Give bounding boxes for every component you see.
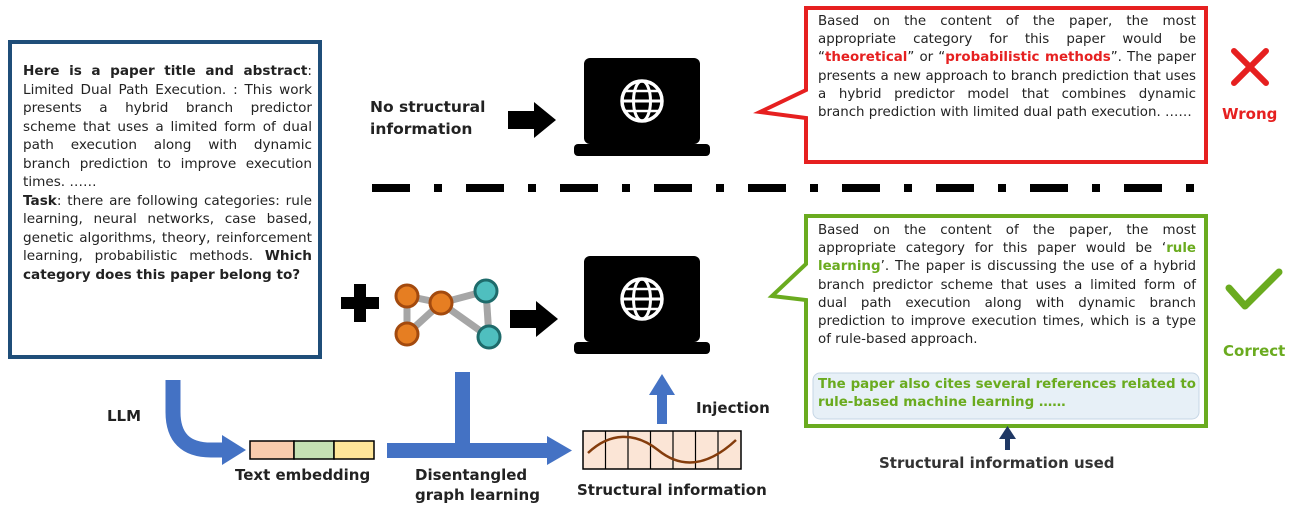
struct-used-arrowhead <box>999 426 1016 439</box>
struct-arrowhead <box>547 436 572 465</box>
highlight-box <box>812 372 1200 420</box>
check-icon <box>1225 268 1283 310</box>
embedding-seg-3 <box>333 440 375 460</box>
graph-down-line <box>455 372 470 450</box>
embedding-seg-2 <box>293 440 335 460</box>
prompt-task-bold: Task <box>23 192 57 209</box>
disentangled-label: Disentangled graph learning <box>415 466 540 504</box>
llm-arrow <box>165 380 224 458</box>
laptop-globe-icon <box>572 254 712 356</box>
structural-used-label: Structural information used <box>879 454 1115 472</box>
wrong-response: Based on the content of the paper, the m… <box>818 14 1197 121</box>
injection-label: Injection <box>696 399 770 417</box>
structural-label: Structural information <box>577 481 767 499</box>
wrong-label: Wrong <box>1222 105 1278 123</box>
llm-label: LLM <box>107 407 142 425</box>
graph-icon <box>394 278 502 350</box>
text-embedding-label: Text embedding <box>235 466 371 484</box>
embed-to-struct-line <box>387 443 549 458</box>
wrong-bubble <box>753 6 1208 164</box>
correct-response: Based on the content of the paper, the m… <box>818 223 1196 348</box>
prompt-box: Here is a paper title and abstract: Limi… <box>8 40 322 359</box>
struct-used-shaft <box>1005 436 1010 450</box>
structural-info-box <box>582 430 742 470</box>
wrong-cat-2: probabilistic methods <box>945 50 1111 66</box>
no-structural-label: No structural information <box>370 98 486 138</box>
wrong-cat-1: theoretical <box>824 50 908 66</box>
prompt-intro-bold: Here is a paper title and abstract <box>23 63 308 79</box>
correct-cat: rule learning <box>818 241 1196 275</box>
injection-arrowhead <box>649 374 675 395</box>
arrow-icon <box>508 102 556 138</box>
prompt-question: Which category does this paper belong to… <box>23 248 312 283</box>
arrow-icon <box>510 301 558 337</box>
highlight-text: The paper also cites several references … <box>818 377 1196 411</box>
embedding-seg-1 <box>249 440 295 460</box>
laptop-globe-icon <box>572 56 712 158</box>
plus-icon <box>341 284 379 322</box>
prompt-task: : there are following categories: rule l… <box>23 192 312 265</box>
cross-icon <box>1231 48 1269 86</box>
correct-label: Correct <box>1223 342 1286 360</box>
llm-arrowhead <box>222 435 246 465</box>
injection-arrow-shaft <box>657 393 667 424</box>
prompt-intro: : Limited Dual Path Execution. : This wo… <box>23 63 312 190</box>
